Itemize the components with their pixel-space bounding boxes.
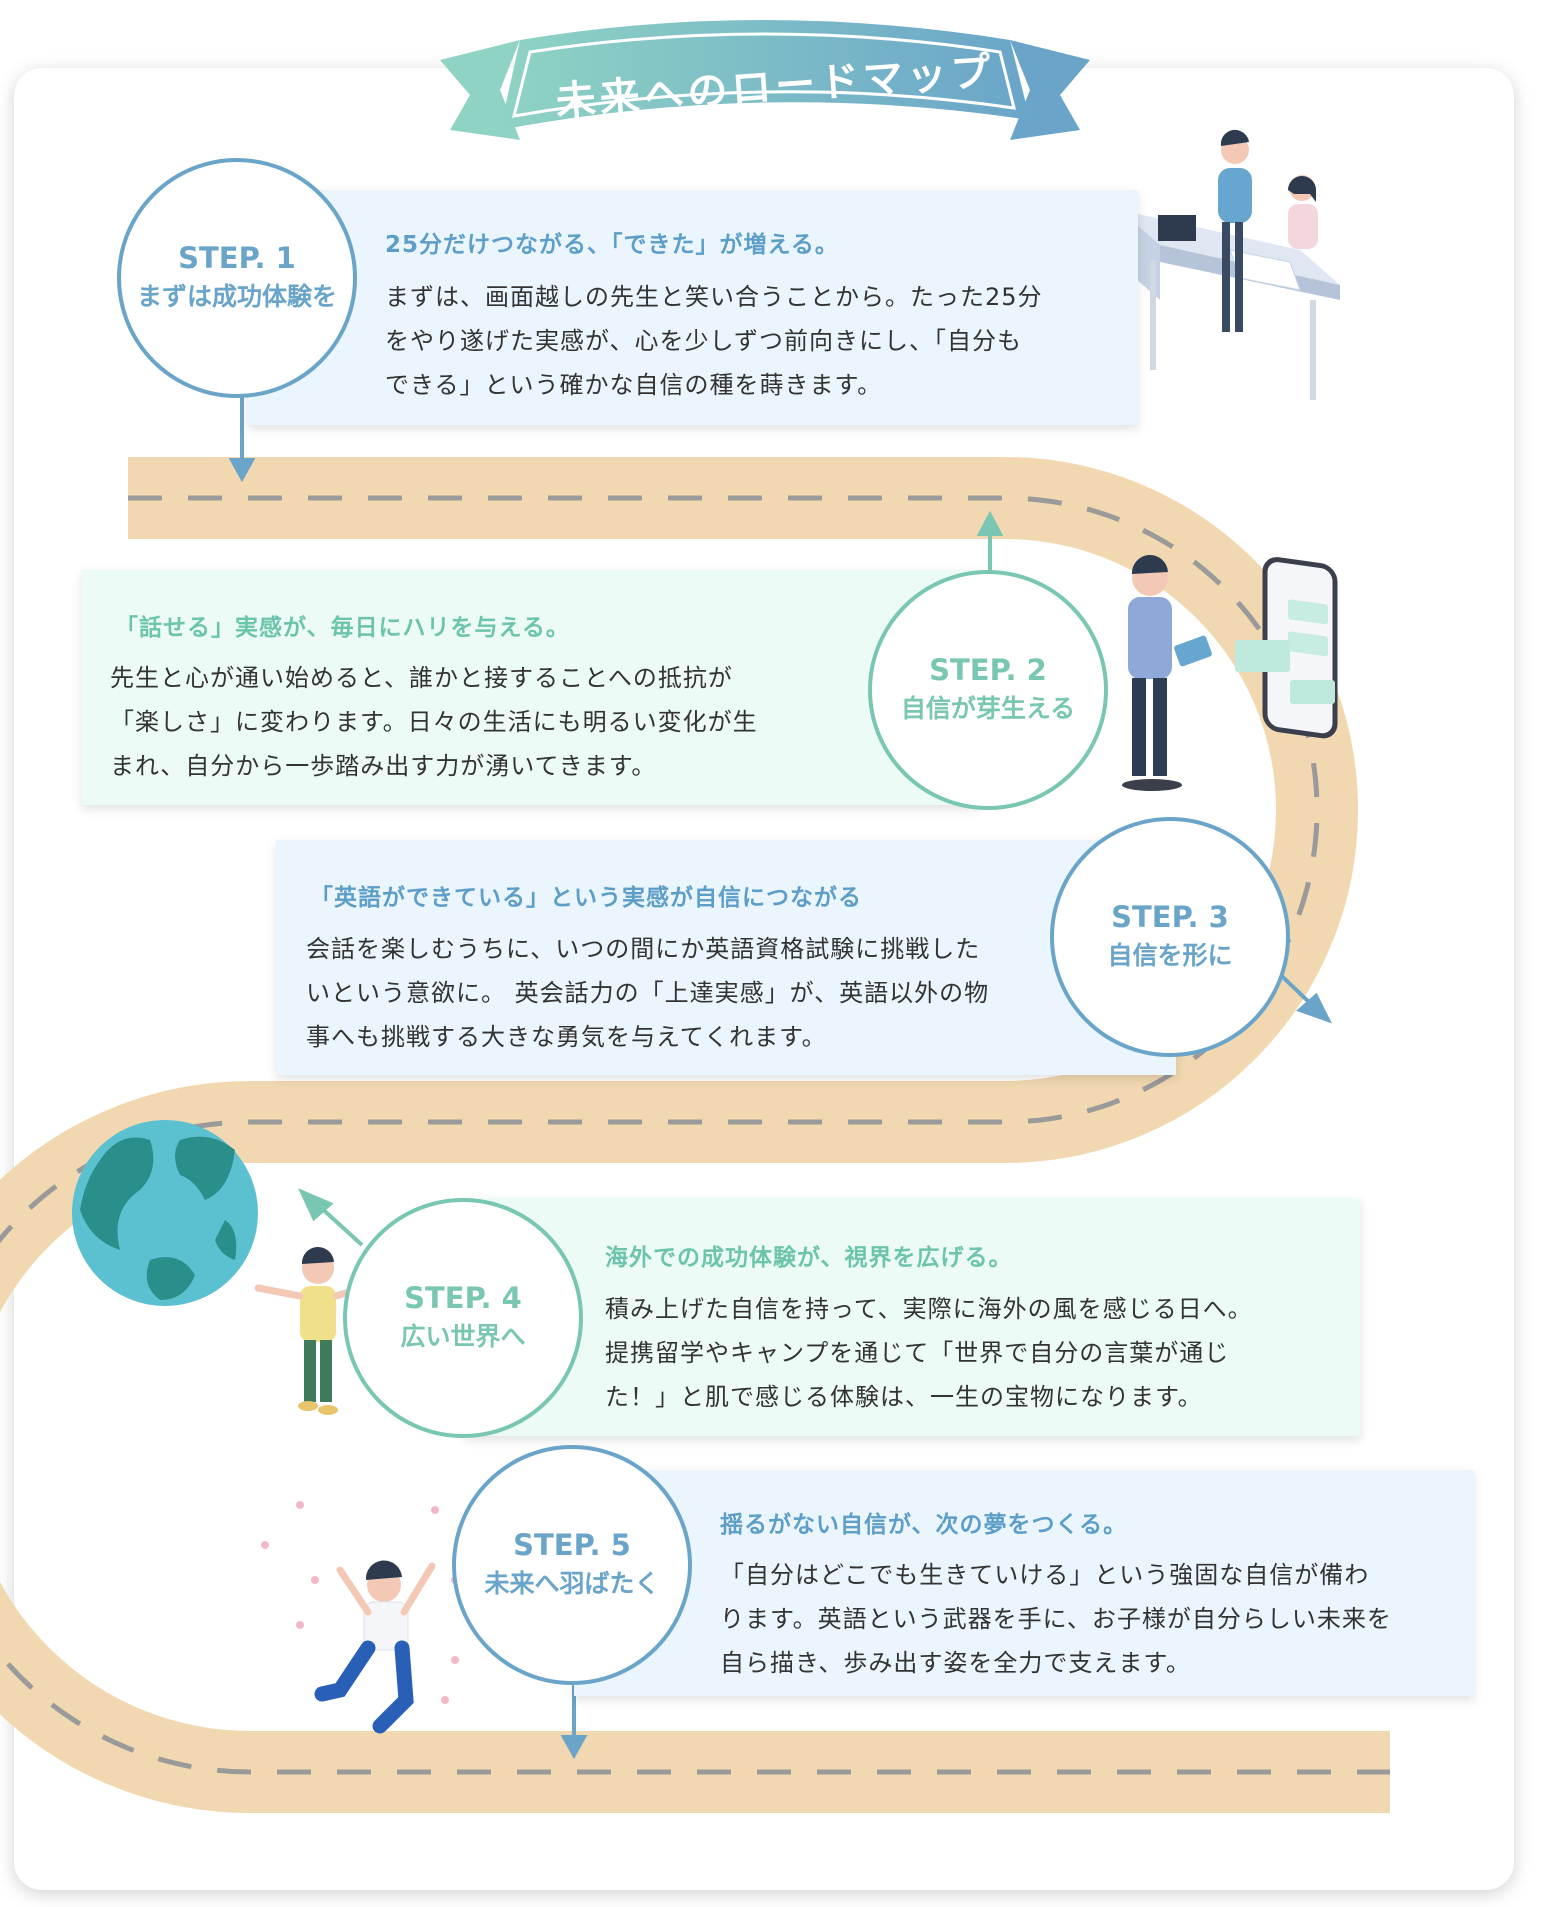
step3-line: 会話を楽しむうちに、いつの間にか英語資格試験に挑戦した [306, 935, 981, 963]
person-jumping-illustration [261, 1501, 459, 1734]
step4-title: 広い世界へ [400, 1322, 526, 1351]
step2-circle: STEP. 2 自信が芽生える [868, 570, 1108, 810]
step3-title: 自信を形に [1107, 941, 1233, 970]
step4-line: 積み上げた自信を持って、実際に海外の風を感じる日へ。 [605, 1295, 1253, 1323]
person-with-tablet-illustration [1122, 554, 1338, 791]
step5-label: STEP. 5 [513, 1528, 631, 1562]
step5-line: 「自分はどこでも生きていける」という強固な自信が備わ [720, 1561, 1370, 1589]
step1-title: まずは成功体験を [136, 282, 337, 311]
step2-body: 先生と心が通い始めると、誰かと接することへの抵抗が 「楽しさ」に変わります。日々… [110, 656, 758, 788]
step3-label: STEP. 3 [1111, 900, 1229, 934]
step3-circle: STEP. 3 自信を形に [1050, 817, 1290, 1057]
step3-box [276, 840, 1176, 1075]
step2-box [82, 570, 982, 805]
person-arms-open-illustration [254, 1246, 376, 1415]
step4-body: 積み上げた自信を持って、実際に海外の風を感じる日へ。 提携留学やキャンプを通じて… [605, 1287, 1253, 1419]
step5-line: 自ら描き、歩み出す姿を全力で支えます。 [720, 1649, 1191, 1677]
step2-line: 先生と心が通い始めると、誰かと接することへの抵抗が [110, 664, 733, 692]
step2-label: STEP. 2 [929, 653, 1047, 687]
step3-line: 事へも挑戦する大きな勇気を与えてくれます。 [306, 1023, 827, 1051]
step4-line: 提携留学やキャンプを通じて「世界で自分の言葉が通じ [605, 1339, 1230, 1367]
step1-label: STEP. 1 [178, 241, 296, 275]
step4-line: た！」と肌で感じる体験は、一生の宝物になります。 [605, 1383, 1203, 1411]
step2-line: まれ、自分から一歩踏み出す力が湧いてきます。 [110, 752, 657, 780]
step1-line: をやり遂げた実感が、心を少しずつ前向きにし、「自分も [385, 327, 1023, 355]
step1-body: まずは、画面越しの先生と笑い合うことから。たった25分 をやり遂げた実感が、心を… [385, 275, 1043, 407]
step1-line: できる」という確かな自信の種を蒔きます。 [385, 371, 883, 399]
step1-circle: STEP. 1 まずは成功体験を [117, 158, 357, 398]
step4-label: STEP. 4 [404, 1281, 522, 1315]
title-banner [440, 20, 1090, 140]
step5-circle: STEP. 5 未来へ羽ばたく [452, 1445, 692, 1685]
step5-box [574, 1470, 1474, 1696]
arrow-step2 [976, 510, 1004, 575]
step1-line: まずは、画面越しの先生と笑い合うことから。たった25分 [385, 283, 1043, 311]
step1-heading: 25分だけつながる、「できた」が増える。 [385, 232, 839, 258]
step5-body: 「自分はどこでも生きていける」という強固な自信が備わ ります。英語という武器を手… [720, 1553, 1392, 1685]
step5-heading: 揺るがない自信が、次の夢をつくる。 [720, 1512, 1128, 1538]
step3-body: 会話を楽しむうちに、いつの間にか英語資格試験に挑戦した いという意欲に。 英会話… [306, 927, 989, 1059]
step4-box [465, 1198, 1360, 1436]
arrow-step4 [298, 1188, 364, 1247]
step2-line: 「楽しさ」に変わります。日々の生活にも明るい変化が生 [110, 708, 758, 736]
step2-heading: 「話せる」実感が、毎日にハリを与える。 [115, 615, 570, 641]
globe-illustration [72, 1120, 258, 1306]
step1-box [248, 190, 1138, 425]
step4-heading: 海外での成功体験が、視界を広げる。 [605, 1245, 1013, 1271]
step3-line: いという意欲に。 英会話力の「上達実感」が、英語以外の物 [306, 979, 990, 1007]
people-at-desk-illustration [1120, 129, 1340, 400]
step5-line: ります。英語という武器を手に、お子様が自分らしい未来を [720, 1605, 1392, 1633]
arrow-step1 [228, 392, 256, 483]
step3-heading: 「英語ができている」という実感が自信につながる [310, 885, 862, 911]
step2-title: 自信が芽生える [900, 694, 1076, 723]
step5-title: 未来へ羽ばたく [484, 1569, 660, 1598]
step4-circle: STEP. 4 広い世界へ [343, 1198, 583, 1438]
